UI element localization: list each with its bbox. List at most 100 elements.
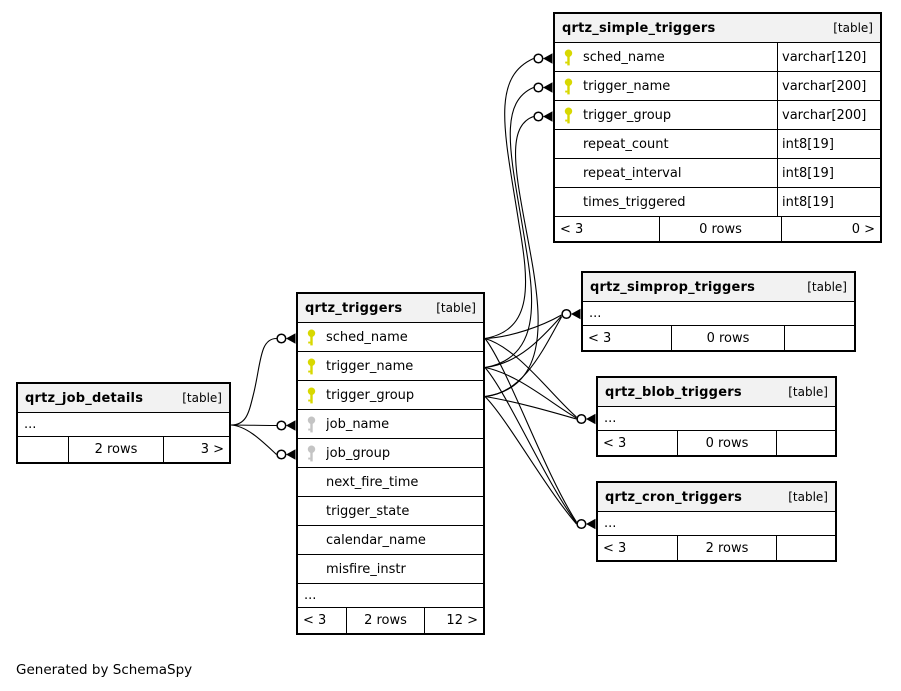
column-name: job_name (326, 416, 390, 432)
table-node-qrtz-simple-triggers[interactable]: qrtz_simple_triggers [table] sched_name … (553, 12, 882, 243)
column-name: sched_name (326, 329, 408, 345)
column-row: next_fire_time (298, 468, 483, 497)
relationship-edge (484, 57, 534, 340)
table-node-qrtz-simprop-triggers[interactable]: qrtz_simprop_triggers [table] ... < 3 0 … (581, 271, 856, 352)
column-row: repeat_interval int8[19] (555, 159, 880, 188)
column-type: int8[19] (777, 159, 880, 187)
table-title: qrtz_blob_triggers (605, 384, 742, 400)
fk-circle (533, 82, 544, 93)
related-tables-left: < 3 (598, 431, 678, 455)
table-title: qrtz_simprop_triggers (590, 279, 756, 295)
related-tables-right (777, 536, 835, 560)
column-row: job_name (298, 410, 483, 439)
fk-arrowhead (571, 308, 581, 320)
column-name: times_triggered (583, 194, 686, 210)
column-type: varchar[200] (777, 101, 880, 129)
related-tables-right: 3 > (200, 442, 224, 457)
relationship-edge (230, 424, 277, 455)
primary-key-icon (306, 358, 317, 375)
table-node-qrtz-blob-triggers[interactable]: qrtz_blob_triggers [table] ... < 3 0 row… (596, 376, 837, 457)
related-tables-left: < 3 (598, 536, 678, 560)
relationship-edge (484, 395, 577, 420)
table-footer: < 3 0 rows (583, 326, 854, 350)
related-tables-left (18, 437, 69, 462)
fk-circle (576, 413, 587, 425)
key-icon-spacer (563, 136, 574, 153)
table-footer: < 3 0 rows 0 > (555, 217, 880, 241)
relationship-edge (484, 396, 577, 525)
column-name: misfire_instr (326, 561, 406, 577)
primary-key-icon (563, 78, 574, 95)
column-name: trigger_state (326, 503, 410, 519)
relationship-edge (484, 366, 577, 419)
table-header: qrtz_simple_triggers [table] (555, 14, 880, 43)
fk-circle (561, 308, 572, 320)
key-icon-spacer (306, 561, 317, 578)
column-row: trigger_group varchar[200] (555, 101, 880, 130)
fk-arrowhead (286, 333, 296, 344)
hidden-columns-ellipsis: ... (598, 512, 835, 536)
fk-circle (276, 333, 287, 344)
column-type: int8[19] (777, 188, 880, 216)
table-header: qrtz_blob_triggers [table] (598, 378, 835, 407)
relationship-edge (484, 337, 577, 418)
fk-circle (276, 420, 287, 431)
relationship-edge (484, 115, 539, 398)
relationship-edge (484, 86, 534, 369)
column-type: int8[19] (777, 130, 880, 158)
column-name: repeat_count (583, 136, 669, 152)
fk-circle (276, 449, 287, 460)
table-header: qrtz_triggers [table] (298, 294, 483, 323)
related-tables-right (777, 431, 835, 455)
table-node-qrtz-job-details[interactable]: qrtz_job_details [table] ... 2 rows 3 > (16, 382, 231, 464)
column-name: job_group (326, 445, 391, 461)
related-tables-right: 0 > (851, 221, 875, 237)
table-header: qrtz_cron_triggers [table] (598, 483, 835, 512)
column-row: trigger_name (298, 352, 483, 381)
fk-arrowhead (586, 413, 596, 425)
primary-key-icon (563, 49, 574, 66)
table-type-tag: [table] (788, 385, 828, 399)
fk-circle (533, 53, 544, 64)
related-tables-left: < 3 (555, 217, 660, 241)
column-type: varchar[200] (777, 72, 880, 100)
column-row: repeat_count int8[19] (555, 130, 880, 159)
hidden-columns-ellipsis: ... (298, 584, 483, 608)
column-name: trigger_name (583, 78, 671, 94)
primary-key-icon (563, 107, 574, 124)
table-type-tag: [table] (182, 391, 222, 405)
table-title: qrtz_triggers (305, 300, 403, 316)
row-count: 2 rows (347, 608, 425, 633)
key-icon-spacer (563, 194, 574, 211)
related-tables-left: < 3 (298, 608, 347, 633)
foreign-key-icon (306, 445, 317, 462)
table-type-tag: [table] (833, 21, 873, 35)
column-name: sched_name (583, 49, 665, 65)
column-row: sched_name varchar[120] (555, 43, 880, 72)
table-type-tag: [table] (436, 301, 476, 315)
hidden-columns-ellipsis: ... (598, 407, 835, 431)
hidden-columns-ellipsis: ... (583, 302, 854, 326)
table-type-tag: [table] (788, 490, 828, 504)
table-node-qrtz-triggers[interactable]: qrtz_triggers [table] sched_name trigger… (296, 292, 485, 635)
fk-circle (576, 518, 587, 530)
fk-arrowhead (586, 518, 596, 530)
related-tables-left: < 3 (583, 326, 672, 350)
column-row: trigger_name varchar[200] (555, 72, 880, 101)
table-header: qrtz_job_details [table] (18, 384, 229, 413)
fk-arrowhead (543, 82, 553, 93)
column-name: trigger_group (326, 387, 415, 403)
relationship-edge (484, 314, 562, 340)
table-footer: < 3 2 rows (598, 536, 835, 560)
key-icon-spacer (306, 474, 317, 491)
row-count: 0 rows (678, 431, 777, 455)
table-node-qrtz-cron-triggers[interactable]: qrtz_cron_triggers [table] ... < 3 2 row… (596, 481, 837, 562)
column-name: next_fire_time (326, 474, 419, 490)
row-count: 0 rows (672, 326, 785, 350)
key-icon-spacer (563, 165, 574, 182)
primary-key-icon (306, 329, 317, 346)
column-row: trigger_group (298, 381, 483, 410)
column-name: repeat_interval (583, 165, 682, 181)
table-footer: < 3 2 rows 12 > (298, 608, 483, 633)
generated-by-note: Generated by SchemaSpy (16, 662, 193, 678)
